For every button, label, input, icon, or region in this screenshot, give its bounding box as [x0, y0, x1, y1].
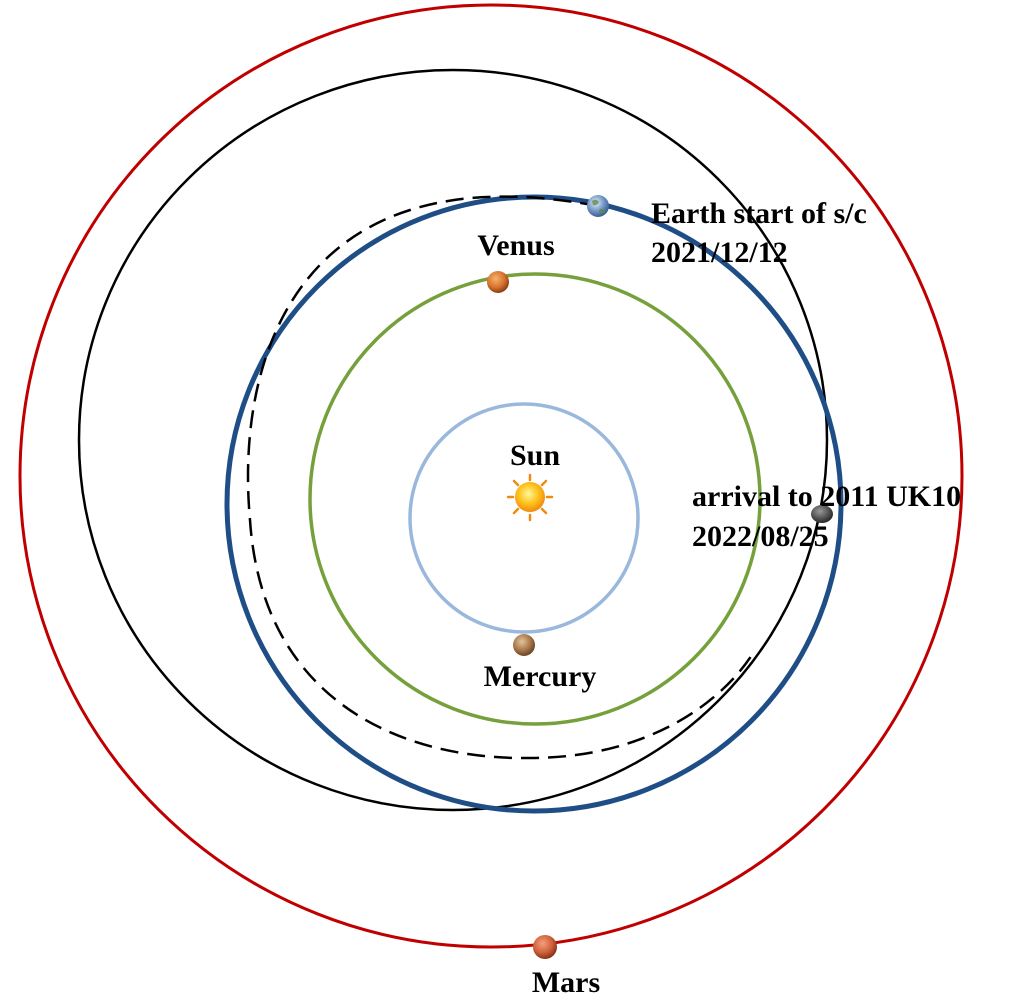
- asteroid-orbit: [77, 68, 829, 812]
- venus-icon: [487, 271, 509, 293]
- asteroid-icon: [811, 505, 833, 523]
- mars-label: Mars: [532, 966, 600, 999]
- arrival-label: arrival to 2011 UK10: [692, 480, 961, 513]
- mercury-orbit: [408, 402, 640, 634]
- venus-orbit: [308, 272, 762, 726]
- earth-date-label: 2021/12/12: [651, 236, 788, 269]
- mercury-icon: [513, 634, 535, 656]
- mars-icon: [533, 935, 557, 959]
- transfer-trajectory: [246, 195, 757, 760]
- mercury-label: Mercury: [484, 660, 597, 693]
- earth-label: Earth start of s/c: [651, 197, 867, 230]
- sun-icon: [506, 473, 554, 522]
- venus-label: Venus: [477, 229, 554, 262]
- sun-label: Sun: [510, 439, 560, 472]
- earth-icon: [587, 195, 609, 217]
- mars-orbit: [18, 3, 964, 949]
- arrival-date-label: 2022/08/25: [692, 520, 829, 553]
